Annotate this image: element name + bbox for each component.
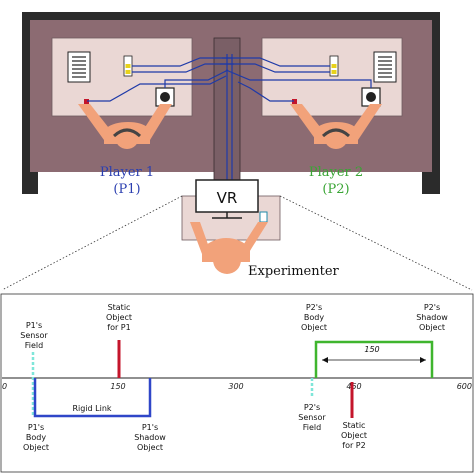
player-1-abbr: (P1) bbox=[113, 182, 140, 197]
static-object-p2-label-1: Static bbox=[343, 421, 366, 430]
projection-line-left bbox=[1, 195, 183, 291]
p2-link-bracket bbox=[314, 340, 434, 378]
axis-tick-150: 150 bbox=[110, 382, 125, 391]
p2-distance-label: 150 bbox=[364, 345, 379, 354]
p1-device bbox=[155, 87, 175, 107]
p1-shadow-object-label-3: Object bbox=[137, 443, 163, 452]
p1-sensor-field-label-3: Field bbox=[25, 341, 43, 350]
player-1-figure bbox=[78, 104, 172, 149]
p1-small-marker bbox=[84, 99, 89, 104]
static-object-p1-label-1: Static bbox=[108, 303, 131, 312]
wiring bbox=[87, 54, 372, 180]
rigid-link-label: Rigid Link bbox=[72, 404, 111, 413]
p2-body-object-label-1: P2's bbox=[306, 303, 322, 312]
rigid-link-bracket bbox=[33, 378, 152, 418]
p2-distance-arrowhead-right bbox=[420, 357, 426, 363]
static-object-p1-label-2: Object bbox=[106, 313, 132, 322]
player-2-figure bbox=[290, 104, 382, 149]
experimenter-figure bbox=[190, 222, 268, 274]
axis-tick-300: 300 bbox=[228, 382, 243, 391]
p2-body-object-label-3: Object bbox=[301, 323, 327, 332]
p2-led-indicator bbox=[329, 55, 339, 77]
p2-distance-arrowhead-left bbox=[322, 357, 328, 363]
p1-body-object-label-2: Body bbox=[26, 433, 46, 442]
p2-sensor-field-label-3: Field bbox=[303, 423, 321, 432]
p2-display-panel bbox=[373, 51, 397, 83]
p2-shadow-object-label-1: P2's bbox=[424, 303, 440, 312]
p2-sensor-field-label-1: P2's bbox=[304, 403, 320, 412]
axis-tick-450: 450 bbox=[346, 382, 361, 391]
p1-body-object-label-1: P1's bbox=[28, 423, 44, 432]
p2-body-object-label-2: Body bbox=[304, 313, 324, 322]
axis-tick-0: 0 bbox=[2, 382, 7, 391]
p2-small-marker bbox=[292, 99, 297, 104]
bottom-panel-frame bbox=[0, 293, 474, 473]
p2-sensor-field-label-2: Sensor bbox=[298, 413, 326, 422]
p1-body-object-label-3: Object bbox=[23, 443, 49, 452]
p1-led-indicator bbox=[123, 55, 133, 77]
experimenter-mouse bbox=[259, 211, 268, 223]
player-2-name: Player 2 bbox=[309, 165, 363, 180]
p1-sensor-field-label-2: Sensor bbox=[20, 331, 48, 340]
p1-shadow-object-label-2: Shadow bbox=[134, 433, 166, 442]
player-2-abbr: (P2) bbox=[322, 182, 349, 197]
axis-tick-600: 600 bbox=[457, 382, 472, 391]
static-object-p2-label-3: for P2 bbox=[342, 441, 365, 450]
p2-shadow-object-label-3: Object bbox=[419, 323, 445, 332]
p1-display-panel bbox=[67, 51, 91, 83]
p2-shadow-object-label-2: Shadow bbox=[416, 313, 448, 322]
static-object-p2-label-2: Object bbox=[341, 431, 367, 440]
vr-label: VR bbox=[217, 189, 238, 207]
player-1-name: Player 1 bbox=[100, 165, 154, 180]
vr-monitor bbox=[195, 179, 259, 219]
projection-line-right bbox=[279, 195, 473, 291]
p2-device bbox=[361, 87, 381, 107]
p1-shadow-object-label-1: P1's bbox=[142, 423, 158, 432]
static-object-p1-label-3: for P1 bbox=[107, 323, 130, 332]
experimenter-label: Experimenter bbox=[248, 264, 340, 279]
p1-sensor-field-label-1: P1's bbox=[26, 321, 42, 330]
